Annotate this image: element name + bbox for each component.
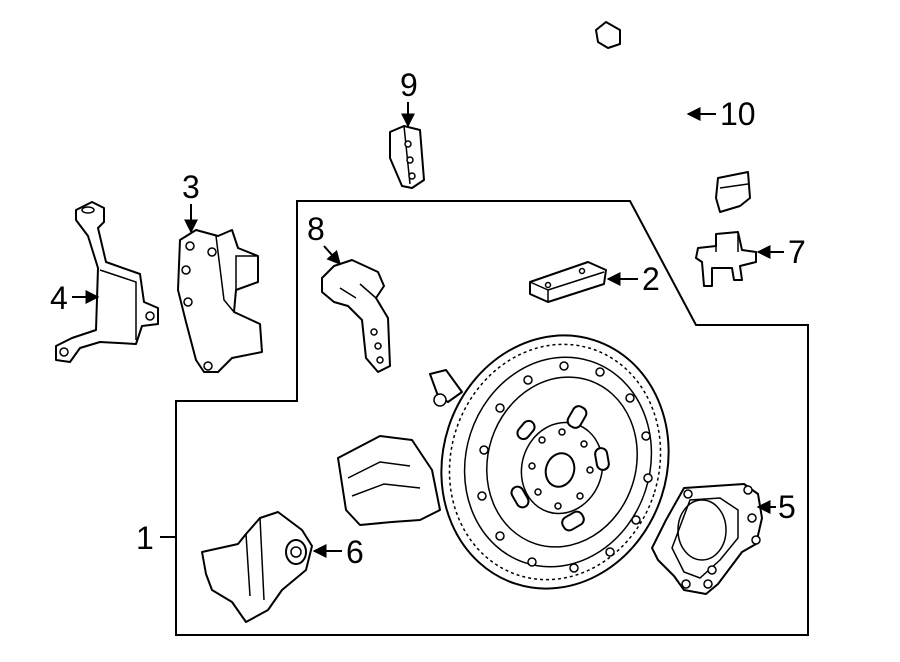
callout-number: 4 [50, 280, 68, 316]
callout-1: 1 [136, 520, 176, 556]
callout-number: 2 [642, 261, 660, 297]
bracket-2 [529, 261, 607, 303]
callout-number: 6 [346, 534, 364, 570]
connector-7 [695, 231, 757, 287]
bracket-3 [177, 229, 263, 373]
callout-number: 3 [182, 169, 200, 205]
callout-number: 1 [136, 520, 154, 556]
callout-10: 10 [686, 96, 756, 132]
cover-plate-5 [651, 483, 763, 595]
callout-2: 2 [606, 261, 660, 297]
callout-7: 7 [756, 234, 806, 270]
callout-4: 4 [50, 280, 100, 316]
callout-number: 8 [307, 211, 325, 247]
bracket-9 [389, 125, 425, 189]
callout-8: 8 [307, 211, 341, 266]
flywheel-assembly [337, 334, 670, 590]
callout-number: 10 [720, 96, 756, 132]
callout-3: 3 [182, 169, 200, 234]
bracket-8 [321, 259, 391, 373]
bracket-6 [201, 511, 313, 623]
bracket-4 [55, 201, 159, 363]
callout-number: 7 [788, 234, 806, 270]
callout-5: 5 [756, 489, 796, 525]
callout-number: 9 [400, 67, 418, 103]
callout-6: 6 [312, 534, 364, 570]
hose-harness-10 [595, 21, 751, 213]
assembly-outline [175, 200, 809, 636]
callout-9: 9 [400, 67, 418, 128]
callout-number: 5 [778, 489, 796, 525]
